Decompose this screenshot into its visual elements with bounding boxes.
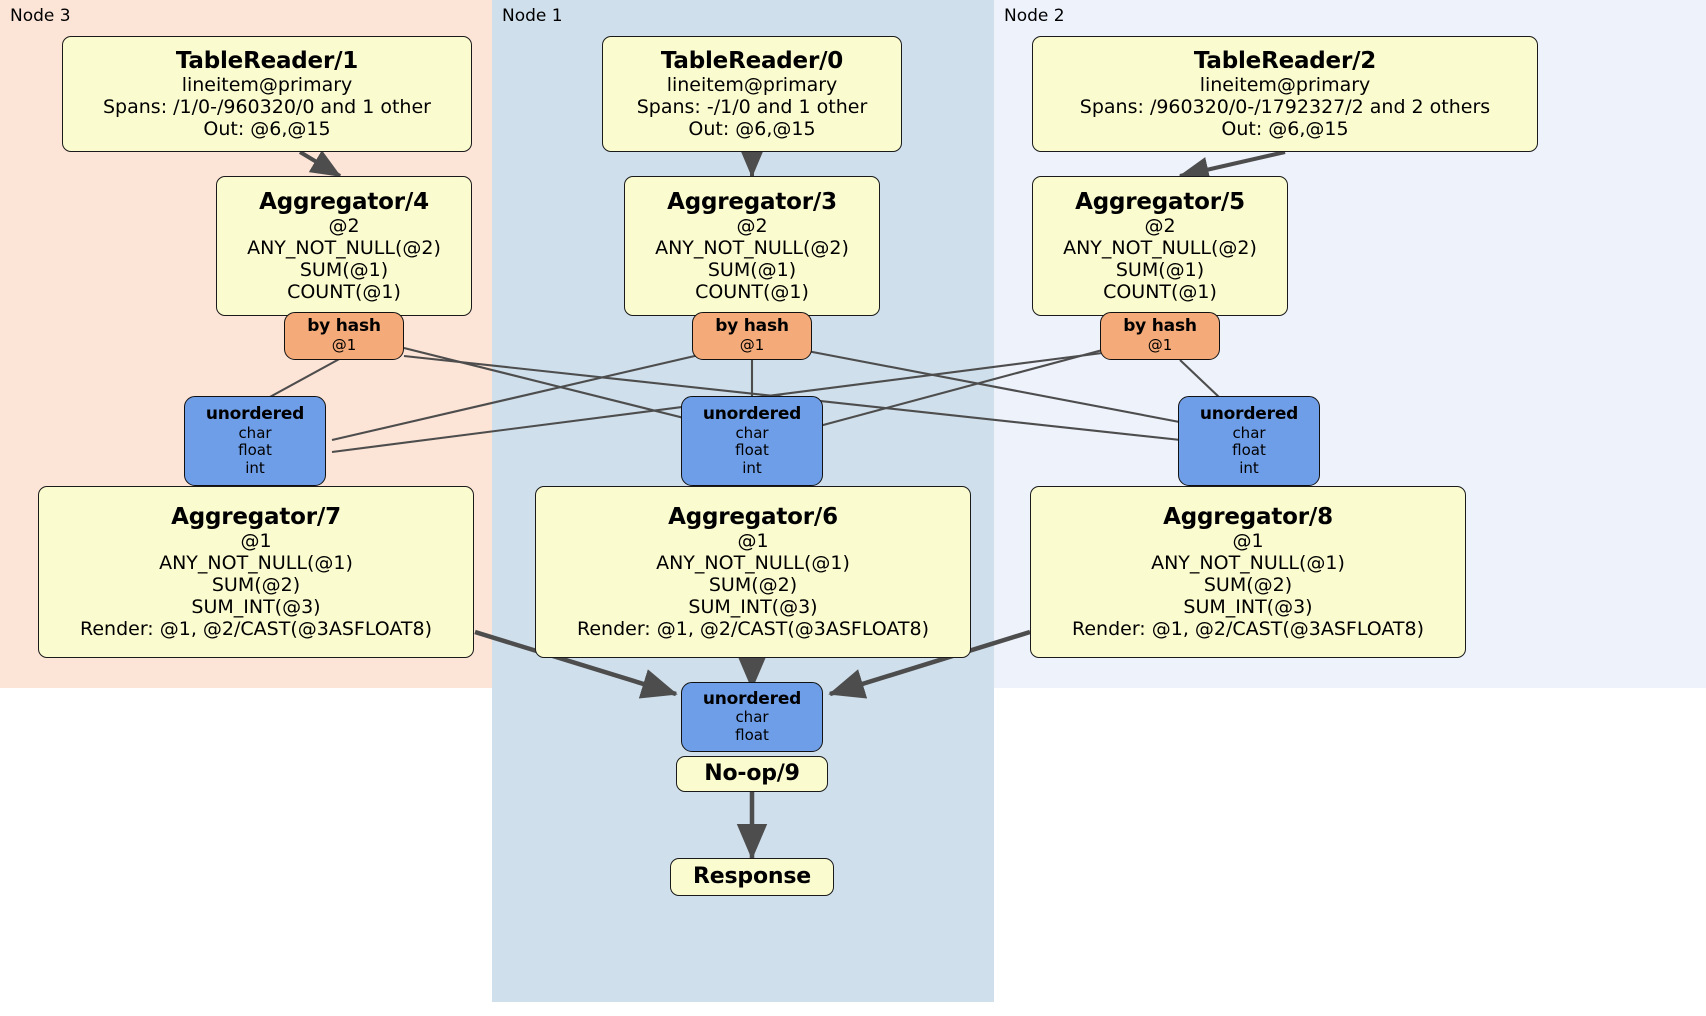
- router-detail: @1: [739, 336, 765, 355]
- node-detail: Out: @6,@15: [1221, 118, 1349, 141]
- synchronizer-unordered-final[interactable]: unordered char float: [681, 682, 823, 752]
- node-detail: ANY_NOT_NULL(@2): [247, 237, 441, 260]
- synchronizer-unordered-node3[interactable]: unordered char float int: [184, 396, 326, 486]
- node-aggregator-8[interactable]: Aggregator/8 @1 ANY_NOT_NULL(@1) SUM(@2)…: [1030, 486, 1466, 658]
- node-detail: ANY_NOT_NULL(@1): [656, 552, 850, 575]
- sync-type: int: [1239, 458, 1259, 477]
- node-detail: @2: [328, 215, 360, 238]
- node-detail: COUNT(@1): [1103, 281, 1217, 304]
- node-detail: SUM(@2): [1203, 574, 1293, 597]
- router-detail: @1: [331, 336, 357, 355]
- router-title: by hash: [715, 316, 789, 337]
- node-detail: SUM_INT(@3): [191, 596, 321, 619]
- node-detail: ANY_NOT_NULL(@1): [159, 552, 353, 575]
- node-detail: SUM(@1): [299, 259, 389, 282]
- sync-type: int: [245, 458, 265, 477]
- node-response[interactable]: Response: [670, 858, 834, 896]
- node-detail: ANY_NOT_NULL(@1): [1151, 552, 1345, 575]
- sync-type: char: [735, 423, 769, 442]
- node-title: Aggregator/6: [668, 503, 838, 530]
- node-detail: COUNT(@1): [287, 281, 401, 304]
- node-detail: @1: [737, 530, 769, 553]
- node-detail: Out: @6,@15: [203, 118, 331, 141]
- node-detail: @2: [736, 215, 768, 238]
- panel-node1-label: Node 1: [502, 6, 563, 26]
- node-aggregator-6[interactable]: Aggregator/6 @1 ANY_NOT_NULL(@1) SUM(@2)…: [535, 486, 971, 658]
- router-by-hash-node3[interactable]: by hash @1: [284, 312, 404, 360]
- node-noop-9[interactable]: No-op/9: [676, 756, 828, 792]
- node-title: Aggregator/7: [171, 503, 341, 530]
- node-detail: Out: @6,@15: [688, 118, 816, 141]
- sync-type: float: [735, 725, 769, 744]
- sync-title: unordered: [702, 404, 802, 425]
- sync-type: float: [238, 441, 272, 460]
- node-aggregator-5[interactable]: Aggregator/5 @2 ANY_NOT_NULL(@2) SUM(@1)…: [1032, 176, 1288, 316]
- node-title: Aggregator/5: [1075, 188, 1245, 215]
- node-detail: ANY_NOT_NULL(@2): [1063, 237, 1257, 260]
- node-detail: SUM(@1): [707, 259, 797, 282]
- node-tablereader-1[interactable]: TableReader/1 lineitem@primary Spans: /1…: [62, 36, 472, 152]
- node-title: Aggregator/3: [667, 188, 837, 215]
- node-title: TableReader/0: [660, 47, 844, 74]
- node-title: TableReader/1: [175, 47, 359, 74]
- router-title: by hash: [307, 316, 381, 337]
- sync-type: char: [735, 708, 769, 727]
- router-title: by hash: [1123, 316, 1197, 337]
- sync-type: char: [1232, 423, 1266, 442]
- node-detail: lineitem@primary: [1199, 74, 1371, 97]
- sync-type: float: [1232, 441, 1266, 460]
- node-tablereader-0[interactable]: TableReader/0 lineitem@primary Spans: -/…: [602, 36, 902, 152]
- node-detail: SUM_INT(@3): [688, 596, 818, 619]
- node-tablereader-2[interactable]: TableReader/2 lineitem@primary Spans: /9…: [1032, 36, 1538, 152]
- node-detail: SUM(@2): [211, 574, 301, 597]
- router-detail: @1: [1147, 336, 1173, 355]
- node-detail: lineitem@primary: [181, 74, 353, 97]
- node-detail: Render: @1, @2/CAST(@3ASFLOAT8): [1072, 618, 1424, 641]
- sync-title: unordered: [1199, 404, 1299, 425]
- node-detail: SUM_INT(@3): [1183, 596, 1313, 619]
- node-detail: Spans: /960320/0-/1792327/2 and 2 others: [1079, 96, 1491, 119]
- node-aggregator-4[interactable]: Aggregator/4 @2 ANY_NOT_NULL(@2) SUM(@1)…: [216, 176, 472, 316]
- synchronizer-unordered-node2[interactable]: unordered char float int: [1178, 396, 1320, 486]
- node-detail: @2: [1144, 215, 1176, 238]
- node-detail: @1: [240, 530, 272, 553]
- sync-type: char: [238, 423, 272, 442]
- node-title: No-op/9: [704, 761, 800, 787]
- node-detail: lineitem@primary: [666, 74, 838, 97]
- sync-title: unordered: [702, 688, 802, 709]
- node-aggregator-7[interactable]: Aggregator/7 @1 ANY_NOT_NULL(@1) SUM(@2)…: [38, 486, 474, 658]
- sync-title: unordered: [205, 404, 305, 425]
- sync-type: float: [735, 441, 769, 460]
- node-title: TableReader/2: [1193, 47, 1377, 74]
- node-title: Response: [693, 864, 811, 890]
- node-detail: SUM(@2): [708, 574, 798, 597]
- node-title: Aggregator/4: [259, 188, 429, 215]
- sync-type: int: [742, 458, 762, 477]
- node-detail: Render: @1, @2/CAST(@3ASFLOAT8): [80, 618, 432, 641]
- node-detail: Spans: /1/0-/960320/0 and 1 other: [103, 96, 431, 119]
- panel-node2-label: Node 2: [1004, 6, 1065, 26]
- router-by-hash-node1[interactable]: by hash @1: [692, 312, 812, 360]
- node-detail: SUM(@1): [1115, 259, 1205, 282]
- node-aggregator-3[interactable]: Aggregator/3 @2 ANY_NOT_NULL(@2) SUM(@1)…: [624, 176, 880, 316]
- node-detail: Spans: -/1/0 and 1 other: [636, 96, 868, 119]
- synchronizer-unordered-node1[interactable]: unordered char float int: [681, 396, 823, 486]
- node-detail: @1: [1232, 530, 1264, 553]
- node-detail: COUNT(@1): [695, 281, 809, 304]
- router-by-hash-node2[interactable]: by hash @1: [1100, 312, 1220, 360]
- node-detail: ANY_NOT_NULL(@2): [655, 237, 849, 260]
- panel-node3-label: Node 3: [10, 6, 71, 26]
- node-title: Aggregator/8: [1163, 503, 1333, 530]
- node-detail: Render: @1, @2/CAST(@3ASFLOAT8): [577, 618, 929, 641]
